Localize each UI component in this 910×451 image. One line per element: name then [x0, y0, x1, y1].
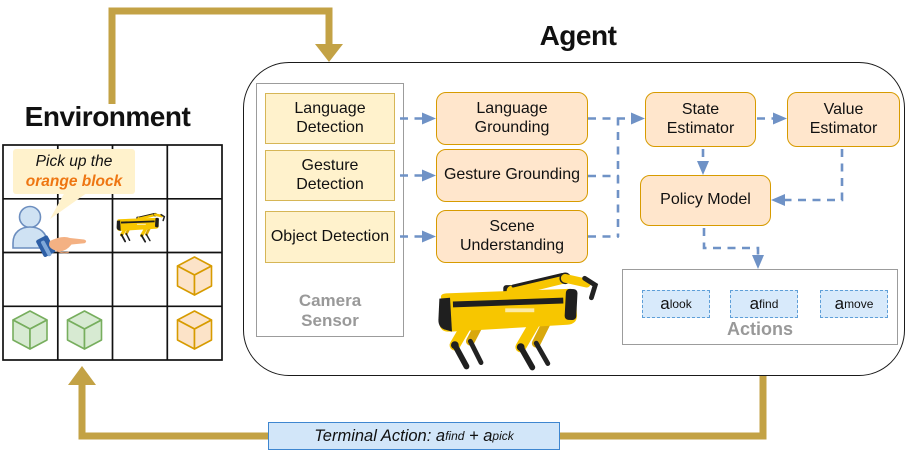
- pointing-hand-icon: [36, 235, 87, 257]
- node-policy-model: Policy Model: [640, 175, 771, 226]
- module-gesture-detection: Gesture Detection: [265, 150, 395, 201]
- module-object-detection: Object Detection: [265, 211, 395, 263]
- module-scene-understanding: Scene Understanding: [436, 210, 588, 263]
- environment-title: Environment: [24, 101, 191, 132]
- speech-bubble: Pick up the orange block: [13, 149, 135, 194]
- action-base: a: [660, 294, 670, 313]
- speech-bubble-tail: [50, 190, 91, 219]
- node-state-estimator: State Estimator: [645, 92, 756, 147]
- camera-sensor-label: Camera Sensor: [298, 291, 362, 330]
- speech-line-2: orange block: [25, 172, 123, 190]
- terminal-prefix: Terminal Action: a: [314, 426, 446, 445]
- agent-title: Agent: [539, 20, 617, 51]
- robot-icon-small: [111, 205, 167, 249]
- robot-icon-large: [420, 264, 604, 374]
- action-base: a: [749, 294, 760, 313]
- module-language-detection: Language Detection: [265, 93, 395, 144]
- action-base: a: [834, 294, 845, 313]
- human-icon: [12, 205, 48, 249]
- orange-block-icon: [176, 310, 213, 350]
- terminal-mid: + a: [464, 426, 493, 445]
- node-value-estimator: Value Estimator: [787, 92, 900, 147]
- green-block-icon: [12, 310, 48, 350]
- green-block-icon: [66, 310, 103, 350]
- module-language-grounding: Language Grounding: [436, 92, 588, 145]
- speech-line-1: Pick up the: [35, 153, 113, 171]
- module-gesture-grounding: Gesture Grounding: [436, 149, 588, 202]
- actions-label: Actions: [726, 319, 793, 339]
- orange-block-icon: [176, 256, 213, 296]
